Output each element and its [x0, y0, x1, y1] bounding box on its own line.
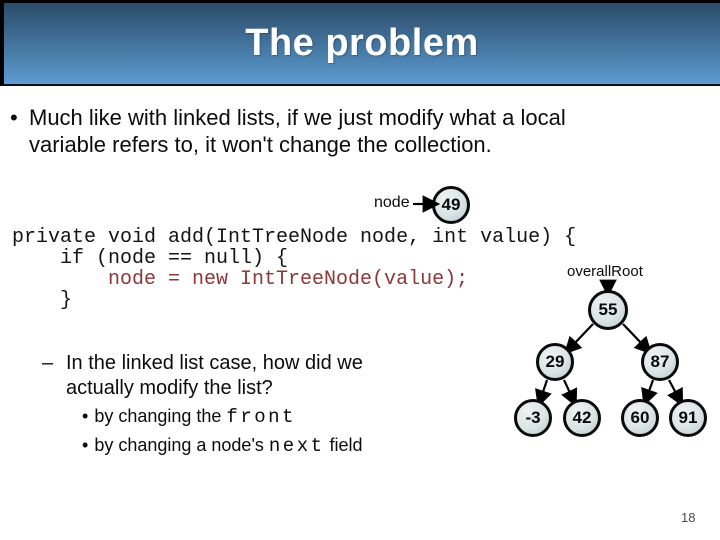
bullet-icon: • — [10, 105, 18, 130]
bullet-main: • Much like with linked lists, if we jus… — [10, 104, 670, 158]
edge-55-to-87 — [622, 323, 653, 355]
tree-node-29: 29 — [536, 343, 574, 381]
edge-29-to-42 — [561, 379, 578, 407]
inline-code-front: front — [226, 406, 296, 428]
code-block: private void add(IntTreeNode node, int v… — [12, 227, 576, 311]
edge-55-to-29 — [563, 323, 594, 355]
tree-node-91: 91 — [669, 399, 707, 437]
bullet-main-line2: variable refers to, it won't change the … — [29, 132, 492, 157]
code-line: } — [12, 289, 73, 312]
overallroot-label: overallRoot — [567, 263, 643, 280]
tree-node--3: -3 — [514, 399, 552, 437]
code-line-highlighted: node = new IntTreeNode(value); — [12, 268, 469, 291]
code-line: if (node == null) { — [12, 247, 289, 270]
bullet-icon: • — [82, 406, 89, 426]
title-bar: The problem — [0, 0, 720, 86]
tree-node-42: 42 — [563, 399, 601, 437]
sub-bullet-next-post: field — [324, 435, 363, 455]
bullet-icon: • — [82, 435, 89, 455]
sub-bullet-next-text: by changing a node's — [94, 435, 269, 455]
sub-bullet-front-text: by changing the — [94, 406, 227, 426]
edge-87-to-91 — [667, 379, 684, 407]
tree-node-60: 60 — [621, 399, 659, 437]
tree-node-55: 55 — [588, 290, 628, 330]
bullet-main-line1: Much like with linked lists, if we just … — [29, 105, 566, 130]
edge-87-to-60 — [641, 379, 658, 407]
node-pointer-label: node — [374, 194, 410, 211]
bullet-sub-line2: actually modify the list? — [66, 377, 273, 399]
tree-node-87: 87 — [641, 343, 679, 381]
bullet-sub: – In the linked list case, how did we ac… — [42, 351, 426, 401]
sub-bullet-next: •by changing a node's next field — [82, 435, 363, 457]
sub-bullet-front: •by changing the front — [82, 406, 296, 428]
code-line: private void add(IntTreeNode node, int v… — [12, 226, 577, 249]
bullet-sub-line1: In the linked list case, how did we — [66, 352, 363, 374]
page-number: 18 — [681, 510, 696, 525]
slide-title: The problem — [245, 22, 479, 64]
dash-icon: – — [42, 352, 54, 374]
tree-node-49: 49 — [432, 186, 470, 224]
inline-code-next: next — [268, 435, 325, 457]
edge-29-to--3 — [535, 379, 552, 408]
